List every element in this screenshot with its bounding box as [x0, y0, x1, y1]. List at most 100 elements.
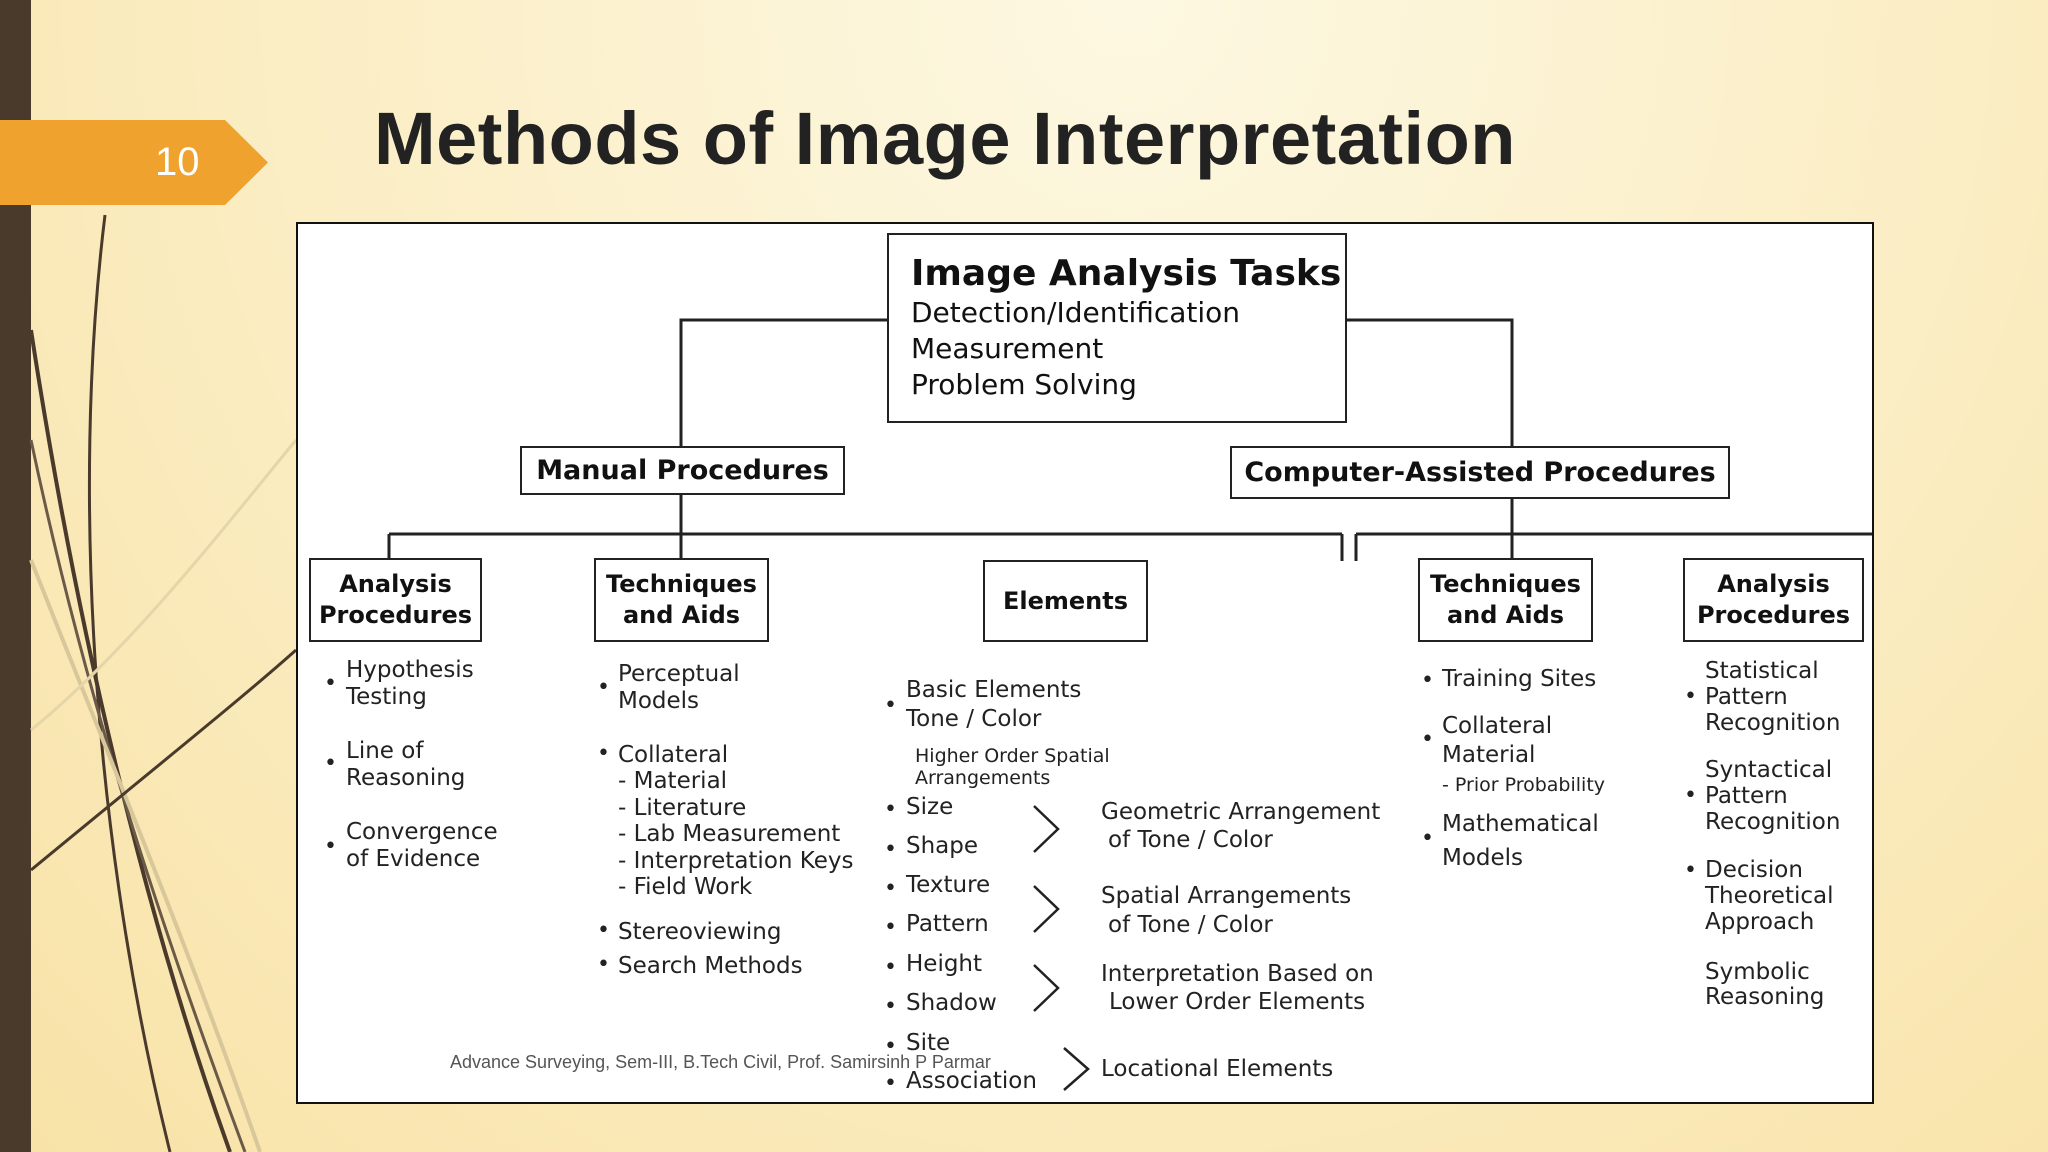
- bullet: •: [1684, 858, 1697, 883]
- root-line-2: Measurement: [911, 332, 1104, 365]
- col3-spatial-1: Spatial Arrangements: [1101, 883, 1352, 909]
- chevron-right-icon: [1033, 964, 1060, 1012]
- slide-number-tab: [0, 120, 268, 205]
- col5-item-2c: Recognition: [1705, 809, 1841, 835]
- col3-association: Association: [906, 1068, 1037, 1094]
- root-line-3: Problem Solving: [911, 368, 1137, 401]
- col1-item-1a: Hypothesis: [346, 657, 474, 683]
- col3-geometric-1: Geometric Arrangement: [1101, 799, 1381, 825]
- col3-spatial-2: of Tone / Color: [1108, 912, 1273, 938]
- bullet: •: [597, 741, 610, 766]
- col5-item-4a: Symbolic: [1705, 959, 1810, 985]
- techniques-left-line2: and Aids: [622, 601, 741, 629]
- col2-item-2: Collateral: [618, 742, 729, 768]
- elements-label: Elements: [1002, 587, 1129, 615]
- chevron-right-icon: [1033, 805, 1060, 853]
- root-box-image-analysis-tasks: Image Analysis Tasks Detection/Identific…: [887, 233, 1347, 423]
- col2-sub-4: - Interpretation Keys: [618, 848, 854, 874]
- computer-assisted-procedures-label: Computer-Assisted Procedures: [1244, 457, 1716, 488]
- col4-item-2a: Collateral: [1442, 713, 1553, 739]
- col3-texture: Texture: [906, 872, 991, 898]
- analysis-left-line1: Analysis: [339, 570, 452, 598]
- col5-item-2a: Syntactical: [1705, 757, 1833, 783]
- bullet: •: [1684, 684, 1697, 709]
- chevron-right-icon: [1063, 1047, 1090, 1091]
- col3-shadow: Shadow: [906, 990, 997, 1016]
- col5-item-1b: Pattern: [1705, 684, 1788, 710]
- techniques-right-line2: and Aids: [1446, 601, 1565, 629]
- root-line-1: Detection/Identification: [911, 296, 1241, 329]
- bullet: •: [884, 797, 897, 822]
- col5-item-3b: Theoretical: [1705, 883, 1834, 909]
- bullet: •: [884, 994, 897, 1019]
- col2-sub-5: - Field Work: [618, 874, 753, 900]
- bullet: •: [597, 952, 610, 977]
- col3-interpretation-2: Lower Order Elements: [1109, 989, 1366, 1015]
- col2-item-1a: Perceptual: [618, 661, 740, 687]
- bullet: •: [884, 1034, 897, 1059]
- col3-size: Size: [906, 794, 954, 820]
- col4-item-2b: Material: [1442, 742, 1536, 768]
- connector-lines: [387, 318, 1872, 561]
- elements-box: Elements: [983, 560, 1148, 642]
- analysis-right-line1: Analysis: [1717, 570, 1830, 598]
- chevron-right-icon: [1033, 885, 1060, 933]
- col5-item-4b: Reasoning: [1705, 984, 1825, 1010]
- col2-sub-3: - Lab Measurement: [618, 821, 841, 847]
- techniques-right-line1: Techniques: [1430, 570, 1581, 598]
- techniques-and-aids-right-box: Techniques and Aids: [1418, 558, 1593, 642]
- col2-item-1b: Models: [618, 688, 700, 714]
- col5-item-3c: Approach: [1705, 909, 1815, 935]
- techniques-left-line1: Techniques: [606, 570, 757, 598]
- slide-title: Methods of Image Interpretation: [374, 97, 1517, 180]
- col3-site: Site: [906, 1030, 951, 1056]
- col5-item-3a: Decision: [1705, 857, 1803, 883]
- col1-item-2a: Line of: [346, 738, 424, 764]
- col3-tone-color: Tone / Color: [906, 706, 1042, 732]
- analysis-procedures-left-box: Analysis Procedures: [309, 558, 482, 642]
- col4-item-2c: - Prior Probability: [1442, 774, 1606, 796]
- col5-item-1c: Recognition: [1705, 710, 1841, 736]
- manual-procedures-label: Manual Procedures: [536, 455, 829, 486]
- slide-footer: Advance Surveying, Sem-III, B.Tech Civil…: [450, 1052, 991, 1072]
- bullet: •: [1421, 668, 1434, 693]
- analysis-procedures-right-box: Analysis Procedures: [1683, 558, 1864, 642]
- slide-number: 10: [155, 140, 200, 184]
- bullet: •: [597, 675, 610, 700]
- bullet: •: [1684, 783, 1697, 808]
- col3-higher-order-2: Arrangements: [915, 767, 1051, 789]
- col2-item-3: Stereoviewing: [618, 919, 782, 945]
- col4-item-3a: Mathematical: [1442, 811, 1599, 837]
- col1-item-1b: Testing: [346, 684, 427, 710]
- manual-procedures-box: Manual Procedures: [520, 446, 845, 495]
- col3-shape: Shape: [906, 833, 979, 859]
- computer-assisted-procedures-box: Computer-Assisted Procedures: [1230, 446, 1730, 499]
- col5-item-1a: Statistical: [1705, 658, 1819, 684]
- col3-pattern: Pattern: [906, 911, 989, 937]
- col4-item-3b: Models: [1442, 845, 1524, 871]
- bullet: •: [884, 915, 897, 940]
- bullet: •: [884, 1071, 897, 1096]
- col3-height: Height: [906, 951, 983, 977]
- bullet: •: [324, 751, 337, 776]
- col1-item-3b: of Evidence: [346, 846, 481, 872]
- bullet: •: [884, 837, 897, 862]
- root-title: Image Analysis Tasks: [911, 253, 1342, 294]
- bullet: •: [884, 876, 897, 901]
- bullet: •: [324, 671, 337, 696]
- col5-item-2b: Pattern: [1705, 783, 1788, 809]
- col1-item-2b: Reasoning: [346, 765, 466, 791]
- bullet: •: [324, 834, 337, 859]
- col3-interpretation-1: Interpretation Based on: [1101, 961, 1374, 987]
- col3-geometric-2: of Tone / Color: [1108, 827, 1273, 853]
- col4-item-1: Training Sites: [1442, 666, 1597, 692]
- decorative-curves: [29, 214, 298, 1152]
- col1-item-3a: Convergence: [346, 819, 498, 845]
- diagram-panel: Image Analysis Tasks Detection/Identific…: [296, 222, 1874, 1104]
- bullet: •: [1421, 727, 1434, 752]
- analysis-left-line2: Procedures: [318, 601, 473, 629]
- col2-sub-2: - Literature: [618, 795, 747, 821]
- techniques-and-aids-left-box: Techniques and Aids: [594, 558, 769, 642]
- col3-locational: Locational Elements: [1101, 1056, 1334, 1082]
- col2-item-4: Search Methods: [618, 953, 803, 979]
